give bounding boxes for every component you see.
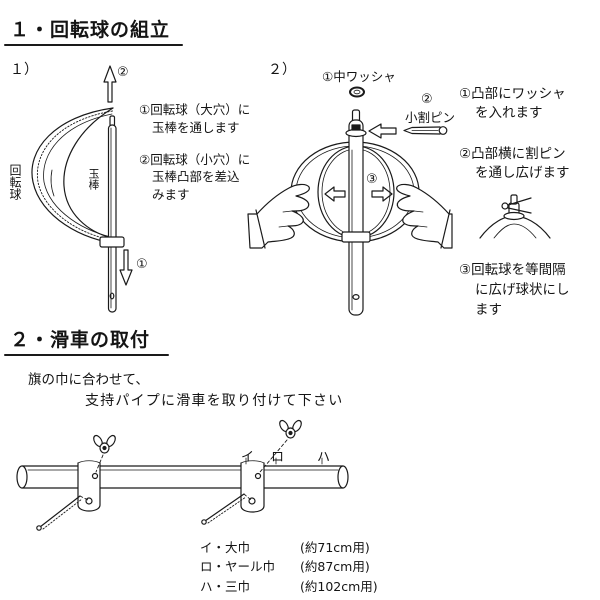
segment-bottom-tab	[99, 236, 125, 248]
insert-arrow	[119, 249, 133, 286]
step2-instruction-3-line-3: ます	[475, 302, 502, 318]
bracket-hole	[85, 497, 93, 505]
position-marker-ha: ハ	[317, 450, 331, 465]
flag-width-label-1: イ・大巾	[200, 540, 251, 555]
guide-line	[79, 495, 89, 501]
support-pipe	[16, 465, 349, 489]
spread-arrow-left	[324, 186, 346, 202]
step1-number: １）	[10, 62, 38, 78]
flag-width-label-2: ロ・ヤール巾	[200, 559, 276, 574]
flag-width-note-3: (約102cm用)	[300, 579, 378, 594]
rod-hole	[352, 294, 360, 301]
bolt	[201, 493, 247, 525]
step2-instruction-2-line-2: を通し広げます	[475, 165, 570, 181]
pin-detail-illustration	[479, 194, 551, 239]
ball-label: 回転球	[8, 164, 22, 200]
bolt	[36, 495, 83, 531]
step1-instruction-2-line-3: みます	[152, 187, 190, 202]
spread-label: ③	[366, 172, 378, 187]
spread-arrow-right	[371, 186, 393, 202]
bolt-hole	[254, 472, 262, 480]
position-marker-i: イ	[241, 450, 255, 465]
pin-number: ②	[421, 92, 433, 107]
right-hand	[396, 183, 453, 249]
pin-label: 小割ピン	[405, 110, 456, 125]
wing-nut	[93, 434, 116, 454]
bolt-hole	[91, 472, 99, 480]
section2-title: ２・滑車の取付	[10, 329, 151, 351]
assembled-rod	[345, 109, 367, 316]
step1-instruction-2-line-1: ②回転球（小穴）に	[139, 152, 251, 167]
lift-arrow	[103, 65, 117, 103]
cotter-pin	[403, 126, 448, 135]
lift-arrow-label: ②	[117, 65, 129, 80]
insert-arrow-label: ①	[136, 257, 148, 272]
intro-line-1: 旗の巾に合わせて、	[28, 372, 149, 388]
guide-line	[95, 454, 104, 473]
guide-line	[243, 493, 252, 501]
pulley-bracket	[77, 460, 101, 512]
flag-width-label-3: ハ・三巾	[200, 579, 251, 594]
rod-label: 玉棒	[87, 168, 100, 190]
step2-instruction-3-line-1: ③回転球を等間隔	[459, 262, 566, 278]
step2-instruction-1-line-2: を入れます	[475, 105, 543, 121]
washer-icon	[349, 86, 365, 98]
ball-bottom-tab	[341, 231, 371, 243]
rotating-ball-segment	[31, 107, 122, 245]
pin-direction-arrow	[368, 123, 397, 139]
step2-instruction-3-line-2: に広げ球状にし	[475, 282, 570, 298]
rod-hole	[109, 292, 115, 300]
flag-width-note-1: (約71cm用)	[300, 540, 370, 555]
step2-instruction-1-line-1: ①凸部にワッシャ	[459, 86, 566, 102]
guide-line	[259, 439, 288, 473]
position-marker-ro: ロ	[271, 450, 285, 465]
step2-instruction-2-line-1: ②凸部横に割ピン	[459, 146, 566, 162]
left-hand	[247, 183, 310, 249]
bracket-hole	[248, 497, 256, 505]
flag-width-note-2: (約87cm用)	[300, 559, 370, 574]
intro-line-2: 支持パイプに滑車を取り付けて下さい	[85, 393, 344, 409]
pulley-bracket	[240, 460, 265, 513]
step1-instruction-2-line-2: 玉棒凸部を差込	[152, 169, 240, 184]
rod	[107, 115, 117, 313]
step1-instruction-1-line-1: ①回転球（大穴）に	[139, 102, 251, 117]
section1-title: １・回転球の組立	[10, 19, 171, 41]
wing-nut	[279, 419, 302, 439]
washer-label: ①中ワッシャ	[322, 69, 396, 84]
step1-instruction-1-line-2: 玉棒を通します	[152, 120, 240, 135]
step2-number: ２）	[268, 62, 296, 78]
